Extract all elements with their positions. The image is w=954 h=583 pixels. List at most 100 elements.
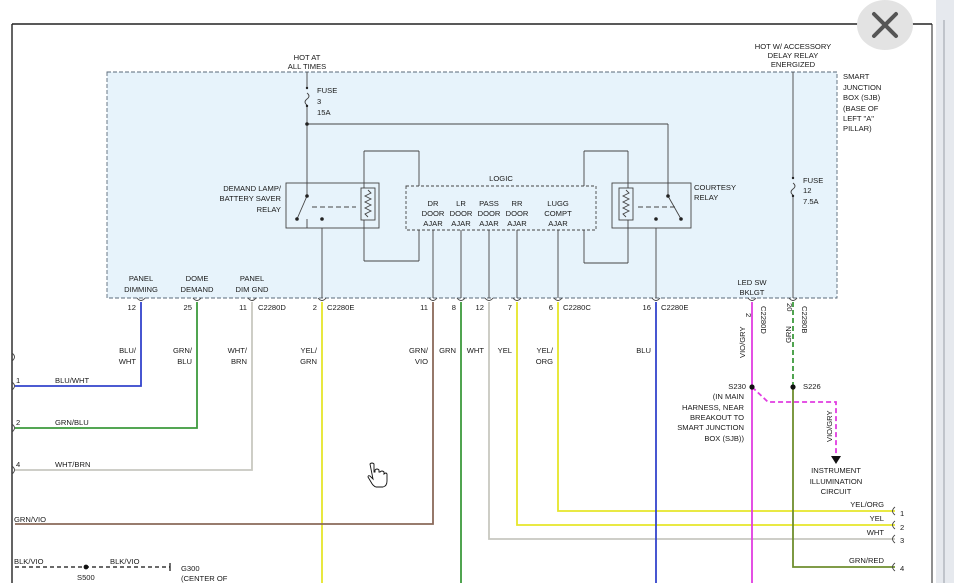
wires — [15, 302, 895, 583]
svg-text:YEL: YEL — [498, 346, 512, 355]
svg-text:INSTRUMENT: INSTRUMENT — [811, 466, 861, 475]
svg-text:AJAR: AJAR — [451, 219, 471, 228]
svg-text:20: 20 — [785, 303, 794, 311]
svg-text:ENERGIZED: ENERGIZED — [771, 60, 816, 69]
scrollbar-track[interactable] — [936, 0, 954, 583]
svg-text:DR: DR — [428, 199, 439, 208]
svg-text:BATTERY SAVER: BATTERY SAVER — [220, 194, 282, 203]
connector-labels: C2280D C2280E C2280C C2280E C2280D C2280… — [258, 303, 809, 334]
hand-pointer-icon — [367, 462, 388, 488]
illum-wire-label: VIO/GRY — [825, 410, 834, 442]
svg-text:1: 1 — [16, 376, 20, 385]
svg-text:PANEL: PANEL — [240, 274, 264, 283]
svg-text:(BASE OF: (BASE OF — [843, 104, 879, 113]
wire-yel — [516, 302, 895, 526]
g300-label: G300 — [181, 564, 200, 573]
close-button[interactable] — [857, 0, 913, 50]
left-wire-labels: 1 BLU/WHT 2 GRN/BLU 4 WHT/BRN GRN/VIO BL… — [14, 376, 90, 566]
svg-text:GRN/RED: GRN/RED — [849, 556, 885, 565]
svg-text:WHT: WHT — [867, 528, 885, 537]
svg-text:BLU: BLU — [636, 346, 651, 355]
svg-text:HARNESS, NEAR: HARNESS, NEAR — [682, 403, 745, 412]
svg-text:WHT: WHT — [119, 357, 137, 366]
logic-title: LOGIC — [489, 174, 513, 183]
svg-text:DIM GND: DIM GND — [236, 285, 269, 294]
svg-text:BREAKOUT TO: BREAKOUT TO — [690, 413, 744, 422]
svg-text:WHT: WHT — [467, 346, 485, 355]
svg-text:AJAR: AJAR — [548, 219, 568, 228]
svg-text:GRN: GRN — [300, 357, 317, 366]
right-connector-markers — [892, 506, 896, 572]
svg-text:C2280C: C2280C — [563, 303, 591, 312]
svg-text:YEL: YEL — [870, 514, 884, 523]
svg-text:2: 2 — [16, 418, 20, 427]
svg-text:C2280E: C2280E — [661, 303, 688, 312]
svg-text:8: 8 — [452, 303, 456, 312]
svg-text:YEL/: YEL/ — [301, 346, 318, 355]
svg-text:YEL/: YEL/ — [537, 346, 554, 355]
svg-text:11: 11 — [420, 303, 428, 312]
svg-text:BOX (SJB): BOX (SJB) — [843, 93, 881, 102]
svg-text:AJAR: AJAR — [507, 219, 527, 228]
sjb-box — [106, 71, 838, 299]
svg-text:BLU: BLU — [177, 357, 192, 366]
wire-grn-blu — [15, 302, 198, 429]
fuse-12-label: FUSE 12 7.5A — [803, 176, 823, 206]
illum-circuit-label: INSTRUMENT ILLUMINATION CIRCUIT — [810, 466, 863, 496]
svg-text:LR: LR — [456, 199, 466, 208]
svg-text:C2280D: C2280D — [258, 303, 286, 312]
wire-grn-vio — [15, 302, 434, 525]
svg-text:PASS: PASS — [479, 199, 499, 208]
svg-text:GRN/: GRN/ — [409, 346, 429, 355]
wire-blu-wht — [15, 302, 142, 387]
svg-text:RELAY: RELAY — [694, 193, 718, 202]
svg-text:ILLUMINATION: ILLUMINATION — [810, 477, 863, 486]
svg-text:DIMMING: DIMMING — [124, 285, 158, 294]
svg-text:GRN: GRN — [784, 326, 793, 343]
s230-label: S230 — [728, 382, 746, 391]
svg-text:JUNCTION: JUNCTION — [843, 83, 881, 92]
svg-text:ALL TIMES: ALL TIMES — [288, 62, 326, 71]
left-connector-markers — [11, 352, 15, 475]
svg-text:RELAY: RELAY — [257, 205, 281, 214]
svg-text:2: 2 — [313, 303, 317, 312]
s230-description: (IN MAIN HARNESS, NEAR BREAKOUT TO SMART… — [677, 392, 744, 443]
svg-text:GRN/BLU: GRN/BLU — [55, 418, 89, 427]
svg-text:FUSE: FUSE — [803, 176, 823, 185]
hot-at-all-times-label: HOT AT — [294, 53, 321, 62]
svg-text:VIO: VIO — [415, 357, 428, 366]
svg-text:4: 4 — [16, 460, 20, 469]
fuse-3-label: FUSE 3 15A — [317, 86, 337, 117]
s500-splice — [83, 564, 89, 570]
svg-text:12: 12 — [128, 303, 136, 312]
svg-text:DEMAND LAMP/: DEMAND LAMP/ — [223, 184, 282, 193]
svg-text:BLU/WHT: BLU/WHT — [55, 376, 90, 385]
s226-splice — [790, 384, 796, 390]
svg-text:DOOR: DOOR — [478, 209, 501, 218]
svg-text:BLK/VIO: BLK/VIO — [14, 557, 44, 566]
svg-text:12: 12 — [803, 186, 811, 195]
svg-text:SMART JUNCTION: SMART JUNCTION — [677, 423, 744, 432]
pin-function-labels: PANEL DIMMING DOME DEMAND PANEL DIM GND … — [124, 274, 767, 297]
wire-color-labels: BLU/ WHT GRN/ BLU WHT/ BRN YEL/ GRN GRN/… — [119, 326, 793, 366]
svg-text:4: 4 — [900, 564, 904, 573]
right-wire-labels: YEL/ORG 1 YEL 2 WHT 3 GRN/RED 4 — [849, 500, 904, 573]
svg-text:16: 16 — [643, 303, 651, 312]
svg-text:DOME: DOME — [186, 274, 209, 283]
svg-text:WHT/: WHT/ — [228, 346, 248, 355]
logic-inputs: DR DOOR AJAR LR DOOR AJAR PASS DOOR AJAR… — [422, 199, 572, 228]
svg-text:CIRCUIT: CIRCUIT — [821, 487, 852, 496]
svg-text:BRN: BRN — [231, 357, 247, 366]
s230-splice — [749, 384, 755, 390]
sjb-label: SMART JUNCTION BOX (SJB) (BASE OF LEFT "… — [843, 72, 881, 133]
illum-arrow-icon — [831, 456, 841, 464]
svg-text:(IN MAIN: (IN MAIN — [713, 392, 744, 401]
svg-text:DEMAND: DEMAND — [181, 285, 214, 294]
svg-text:LUGG: LUGG — [547, 199, 569, 208]
svg-text:6: 6 — [549, 303, 553, 312]
svg-text:2: 2 — [900, 523, 904, 532]
svg-text:GRN: GRN — [439, 346, 456, 355]
svg-text:3: 3 — [317, 97, 321, 106]
s500-label: S500 — [77, 573, 95, 582]
internal-wiring — [285, 72, 796, 298]
